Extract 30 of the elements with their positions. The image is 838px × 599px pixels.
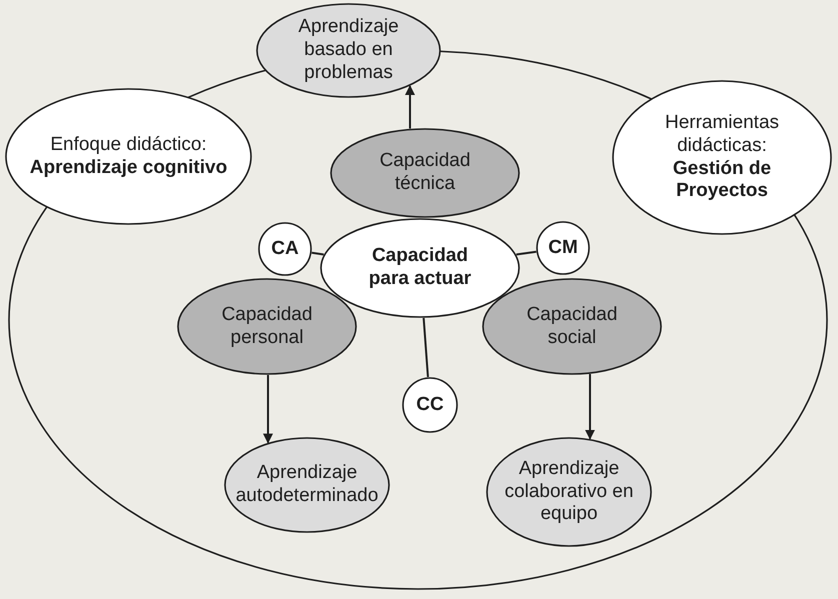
arrow [263,375,273,444]
ellipse-node [177,278,357,375]
node-label: CM [548,236,578,260]
node-label: Enfoque didáctico: [50,134,207,156]
arrow [405,84,415,129]
node-label: Aprendizaje basado en problemas [297,16,400,85]
circle-node [258,222,312,276]
node-label: Aprendizaje autodeterminado [234,462,380,508]
ellipse-node [256,3,441,98]
node-label: Aprendizaje cognitivo [30,156,228,180]
node-label: CA [271,238,299,260]
ellipse-node [482,278,662,375]
circle-node [402,377,458,433]
connector-line [422,318,429,378]
node-label: Gestión de Proyectos [672,158,772,204]
arrow [585,374,595,440]
node-label: Capacidad social [526,304,618,350]
ellipse-node [320,218,520,318]
node-label: Capacidad para actuar [368,245,472,291]
node-label: Capacidad técnica [378,150,472,196]
connector-line [312,252,324,256]
node-label: Aprendizaje colaborativo en equipo [504,458,634,526]
node-label: Herramientas didácticas: [664,112,780,158]
ellipse-node [330,128,520,218]
ellipse-node [486,437,652,547]
connector-line [516,250,536,256]
ellipse-node [224,437,390,533]
node-label: Capacidad personal [220,304,314,350]
circle-node [536,221,590,275]
node-label: CC [416,394,444,416]
